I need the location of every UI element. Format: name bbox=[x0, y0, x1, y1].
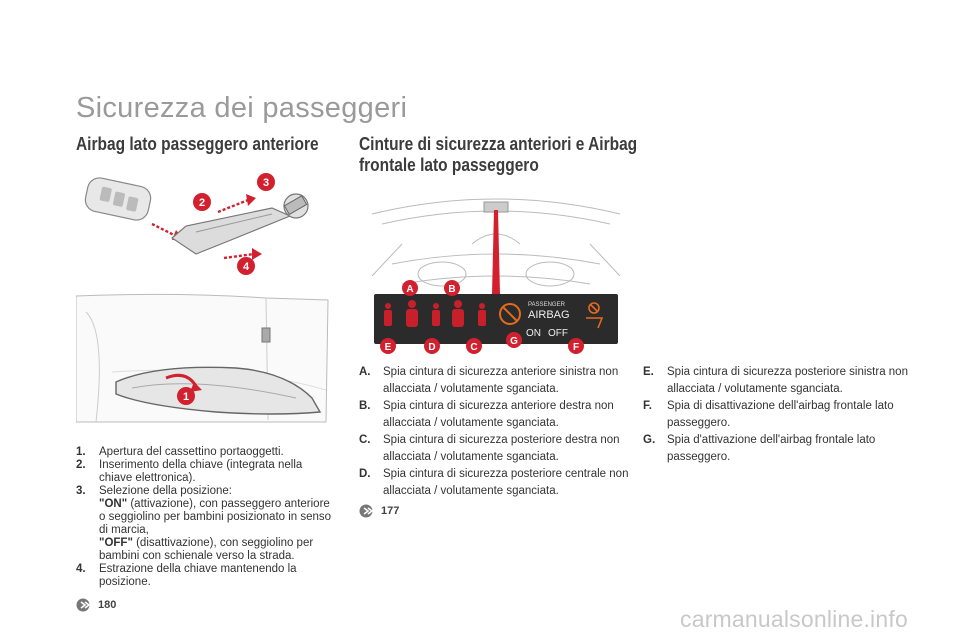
callout-a: A bbox=[402, 280, 418, 296]
svg-text:3: 3 bbox=[263, 177, 269, 189]
callout-e: E bbox=[380, 338, 396, 354]
seatbelt-warning-list-mid: A.Spia cintura di sicurezza anteriore si… bbox=[359, 364, 629, 500]
list-item: D.Spia cintura di sicurezza posteriore c… bbox=[359, 468, 629, 497]
svg-text:F: F bbox=[573, 342, 579, 353]
callout-d: D bbox=[424, 338, 440, 354]
list-item: 2.Inserimento della chiave (integrata ne… bbox=[76, 459, 303, 484]
svg-text:1: 1 bbox=[183, 391, 189, 403]
dashboard-warning-panel-illustration: PASSENGER AIRBAG ON OFF A B E D C G F bbox=[372, 198, 620, 354]
panel-passenger-label: PASSENGER bbox=[528, 302, 566, 308]
panel-off-label: OFF bbox=[548, 328, 568, 339]
list-item: B.Spia cintura di sicurezza anteriore de… bbox=[359, 400, 614, 429]
list-item: 3.Selezione della posizione: "ON" (attiv… bbox=[76, 485, 332, 562]
callout-3: 3 bbox=[257, 173, 275, 191]
svg-text:D: D bbox=[428, 342, 435, 353]
page-ref-180[interactable]: 180 bbox=[76, 598, 116, 612]
page-ref-177[interactable]: 177 bbox=[359, 504, 399, 518]
right-section-heading: Cinture di sicurezza anteriori e Airbag … bbox=[359, 134, 638, 175]
list-item: G.Spia d'attivazione dell'airbag frontal… bbox=[643, 434, 876, 463]
callout-g: G bbox=[506, 332, 522, 348]
svg-text:A: A bbox=[406, 284, 413, 295]
seatbelt-warning-list-right: E.Spia cintura di sicurezza posteriore s… bbox=[643, 364, 913, 466]
seatbelt-warning-icons bbox=[384, 300, 486, 327]
svg-text:B: B bbox=[448, 284, 455, 295]
page-ref-arrow-icon bbox=[76, 598, 91, 612]
svg-text:E: E bbox=[385, 342, 392, 353]
list-item: 1.Apertura del cassettino portaoggetti. bbox=[76, 446, 284, 458]
list-item: F.Spia di disattivazione dell'airbag fro… bbox=[643, 400, 894, 429]
watermark: carmanualsonline.info bbox=[680, 606, 908, 632]
callout-1: 1 bbox=[177, 387, 195, 405]
svg-text:4: 4 bbox=[243, 261, 250, 273]
list-item: C.Spia cintura di sicurezza posteriore d… bbox=[359, 434, 620, 463]
airbag-deactivation-icon bbox=[586, 302, 604, 329]
list-item: E.Spia cintura di sicurezza posteriore s… bbox=[643, 366, 908, 395]
callout-c: C bbox=[466, 338, 482, 354]
svg-text:C: C bbox=[470, 342, 477, 353]
on-label: "ON" bbox=[99, 498, 128, 510]
airbag-activation-icon bbox=[499, 303, 521, 325]
panel-on-label: ON bbox=[526, 328, 541, 339]
glovebox-key-illustration: 2 3 4 1 bbox=[76, 173, 329, 423]
left-section-heading: Airbag lato passeggero anteriore bbox=[76, 134, 319, 154]
callout-b: B bbox=[444, 280, 460, 296]
airbag-steps-list: 1.Apertura del cassettino portaoggetti. … bbox=[76, 446, 336, 589]
motion-arrows bbox=[151, 198, 255, 260]
callout-f: F bbox=[568, 338, 584, 354]
callout-2: 2 bbox=[193, 193, 211, 211]
key-fob-icon bbox=[84, 177, 152, 221]
off-label: "OFF" bbox=[99, 537, 133, 549]
list-item: 4.Estrazione della chiave mantenendo la … bbox=[76, 563, 297, 588]
callout-4: 4 bbox=[237, 257, 255, 275]
panel-airbag-label: AIRBAG bbox=[528, 309, 570, 321]
list-item: A.Spia cintura di sicurezza anteriore si… bbox=[359, 366, 619, 395]
svg-text:G: G bbox=[510, 336, 518, 347]
page-title: Sicurezza dei passeggeri bbox=[76, 92, 408, 124]
svg-text:2: 2 bbox=[199, 197, 205, 209]
page-ref-arrow-icon bbox=[359, 504, 374, 518]
